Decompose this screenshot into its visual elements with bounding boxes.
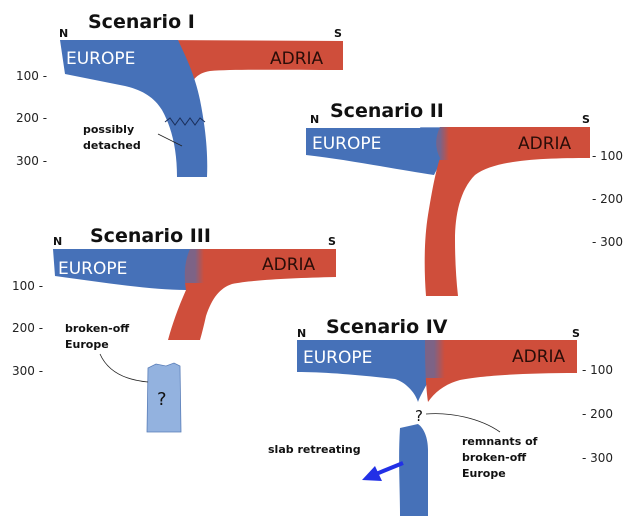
scenario-3-adria-label: ADRIA — [262, 255, 316, 275]
scenario-4-annotation-line-2: broken-off — [462, 451, 526, 464]
scenario-4-annotation-line-1: remnants of — [462, 435, 538, 448]
scenario-4-south-label: S — [572, 327, 580, 340]
scenario-2: Scenario II N S EUROPE ADRIA - 100 - 200… — [306, 100, 623, 296]
scenario-1-adria-plate — [152, 40, 343, 95]
scenario-1-adria-label: ADRIA — [270, 49, 324, 69]
scenario-1-north-label: N — [59, 27, 68, 40]
scenario-4-annotation-line-3: Europe — [462, 467, 506, 480]
scenario-3-north-label: N — [53, 235, 62, 248]
scenario-3-broken-off-fragment — [146, 362, 182, 433]
scenario-1-depth-200: 200 - — [16, 111, 47, 125]
scenario-2-depth-100: - 100 — [592, 149, 623, 163]
scenario-1-europe-slab — [60, 40, 208, 177]
scenario-4-plate-blend — [410, 340, 470, 378]
scenario-3-title: Scenario III — [90, 225, 211, 247]
scenario-2-plate-blend — [420, 127, 470, 160]
scenario-4-depth-300: - 300 — [582, 451, 613, 465]
scenario-2-europe-label: EUROPE — [312, 134, 381, 154]
scenario-1-detachment-line — [164, 117, 206, 126]
scenario-2-depth-300: - 300 — [592, 235, 623, 249]
scenario-3-south-label: S — [328, 235, 336, 248]
scenario-2-europe-plate — [306, 128, 455, 175]
scenario-4-north-label: N — [297, 327, 306, 340]
scenario-3-depth-200: 200 - — [12, 321, 43, 335]
scenario-1-annotation-line-1: possibly — [83, 123, 134, 136]
scenario-2-south-label: S — [582, 113, 590, 126]
scenario-3-depth-100: 100 - — [12, 279, 43, 293]
scenario-2-title: Scenario II — [330, 100, 444, 122]
scenario-3-annotation-line-1: broken-off — [65, 322, 129, 335]
scenario-4-annotation-leader — [425, 413, 501, 433]
scenario-1-europe-label: EUROPE — [66, 49, 135, 69]
scenario-4-gap-question-mark: ? — [415, 407, 423, 425]
scenario-1-depth-100: 100 - — [16, 69, 47, 83]
scenario-1-title: Scenario I — [88, 11, 195, 33]
scenario-1-depth-300: 300 - — [16, 154, 47, 168]
scenario-3: Scenario III N S EUROPE ADRIA 100 - 200 … — [12, 225, 336, 433]
scenario-3-depth-300: 300 - — [12, 364, 43, 378]
scenario-4-retreating-slab — [399, 424, 428, 516]
scenario-1-annotation-line-2: detached — [83, 139, 141, 152]
scenario-2-north-label: N — [310, 113, 319, 126]
scenario-4-depth-200: - 200 — [582, 407, 613, 421]
scenario-3-annotation-leader — [99, 353, 149, 383]
scenario-3-annotation-line-2: Europe — [65, 338, 109, 351]
scenario-4: Scenario IV N S ? EUROPE ADRIA - 100 - 2… — [268, 316, 613, 516]
scenario-4-adria-label: ADRIA — [512, 347, 566, 367]
scenario-4-europe-label: EUROPE — [303, 348, 372, 368]
scenario-4-slab-retreating-label: slab retreating — [268, 443, 361, 456]
scenario-2-adria-label: ADRIA — [518, 134, 572, 154]
scenario-3-plate-blend — [175, 249, 225, 283]
scenario-4-retreat-arrow — [362, 461, 404, 481]
scenario-1: Scenario I N S EUROPE ADRIA 100 - 200 - … — [16, 11, 343, 177]
scenario-3-europe-label: EUROPE — [58, 259, 127, 279]
scenario-4-europe-plate — [297, 340, 442, 402]
scenario-4-title: Scenario IV — [326, 316, 448, 338]
scenario-2-depth-200: - 200 — [592, 192, 623, 206]
scenario-1-annotation-leader — [157, 133, 183, 147]
scenario-3-fragment-question-mark: ? — [157, 389, 167, 410]
scenario-2-adria-slab — [424, 127, 590, 296]
scenario-3-europe-plate — [53, 249, 205, 290]
scenario-1-south-label: S — [334, 27, 342, 40]
scenario-4-depth-100: - 100 — [582, 363, 613, 377]
